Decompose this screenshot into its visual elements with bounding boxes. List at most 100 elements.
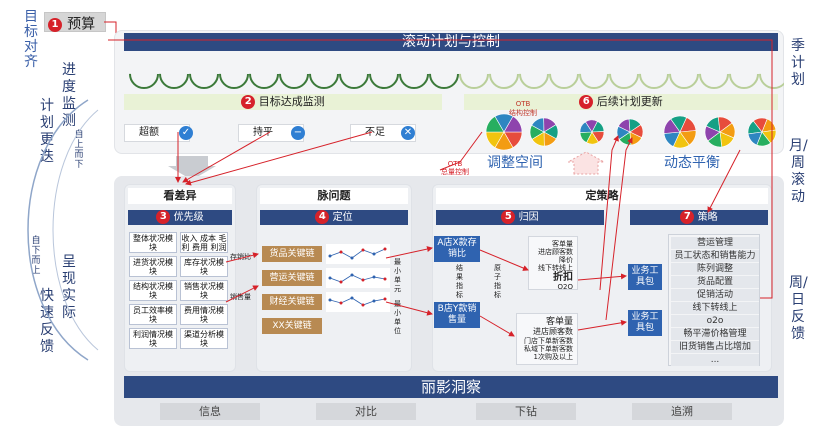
bottom-up-label: 自下而上	[31, 236, 41, 276]
coil-loop	[219, 59, 249, 89]
info1-last: O2O	[557, 283, 573, 291]
min-unit-1: 最小单元	[394, 258, 401, 293]
coil-loop	[249, 59, 279, 89]
diff-cell: 销售状况模块	[180, 280, 228, 301]
diff-sub-label: 优先级	[173, 212, 204, 223]
diff-cell: 整体状况模块	[129, 232, 177, 253]
diff-cell: 结构状况模块	[129, 280, 177, 301]
strategy-item: o2o	[671, 315, 759, 327]
chain-item: 营运关键链	[262, 270, 322, 286]
info-box-2: 客单量 进店顾客数 门店下单新客数 私域下单新客数 1次购及以上	[516, 313, 578, 365]
info2-item: 门店下单新客数	[524, 337, 573, 345]
coil-loop	[369, 59, 399, 89]
strategy-item: ...	[671, 354, 759, 366]
mini-chart	[326, 268, 390, 288]
diff-cell: 员工效率模块	[129, 304, 177, 325]
goal-monitor-section: 2 目标达成监测	[124, 94, 442, 110]
policy-sub-label: 策略	[697, 212, 718, 223]
sales-volume-label: 销售量	[230, 293, 251, 301]
problem-title: 脉问题	[260, 188, 408, 204]
dynamic-balance-label: 动态平衡	[664, 155, 720, 171]
pie-slice	[591, 131, 605, 143]
down-arrow	[168, 156, 216, 180]
policy-number: 7	[680, 210, 695, 224]
status-short-label: 不足	[365, 127, 385, 138]
diff-cell: 收入 成本 毛利 费用 利润	[180, 232, 228, 253]
tab-trace[interactable]: 追溯	[632, 403, 732, 420]
atomic-indicator: 原子指标	[494, 264, 501, 299]
cause-sub-label: 归因	[518, 212, 539, 223]
coil-loop	[699, 59, 729, 89]
store-a-box: A店X款存销比	[434, 236, 480, 262]
coil-loop	[129, 59, 159, 89]
strategy-item: 畅平滞价格管理	[671, 328, 759, 340]
top-down-label: 自上而下	[74, 130, 84, 170]
strategy-item: 员工状态和销售能力	[671, 250, 759, 262]
chain-item: 财经关键链	[262, 294, 322, 310]
tab-info[interactable]: 信息	[160, 403, 260, 420]
strategy-title: 定策略	[436, 188, 768, 204]
goal-align-label: 目标对齐	[24, 9, 38, 70]
pie-slice	[629, 131, 643, 146]
info1-item: 降价	[559, 256, 573, 264]
otb-structure-label: 结构控制	[509, 109, 537, 117]
info1-item: 进店顾客数	[538, 248, 573, 256]
tab-drill-down[interactable]: 下钻	[476, 403, 576, 420]
policy-sub: 7 策略	[630, 210, 768, 225]
chain-item: XX关键链	[262, 318, 322, 334]
week-day-label: 周/日反馈	[789, 275, 808, 342]
tab-compare[interactable]: 对比	[316, 403, 416, 420]
budget-label: 预算	[67, 16, 96, 33]
rolling-spiral	[129, 59, 784, 89]
status-exceed-label: 超额	[139, 127, 159, 138]
coil-loop	[309, 59, 339, 89]
goal-monitor-number: 2	[241, 95, 256, 109]
progress-monitor-label: 进度监测	[62, 62, 76, 129]
coil-loop	[159, 59, 189, 89]
chain-item: 货品关键链	[262, 246, 322, 262]
diff-cell: 费用情况模块	[180, 304, 228, 325]
toolkit-1: 业务工具包	[628, 264, 662, 290]
goal-monitor-label: 目标达成监测	[258, 95, 325, 108]
info1-item: 客单量	[552, 240, 573, 248]
feedback-arc	[27, 99, 99, 361]
coil-loop	[549, 59, 579, 89]
status-flat: 持平 −	[238, 124, 305, 142]
info-box-1: 客单量 进店顾客数 降价 线下转线上 折扣 O2O	[528, 236, 578, 291]
adjust-arrow	[566, 151, 606, 175]
diff-title: 看差异	[128, 188, 232, 204]
strategy-item: 货品配置	[671, 276, 759, 288]
pie-slice	[672, 131, 690, 149]
coil-loop	[489, 59, 519, 89]
info2-item: 私域下单新客数	[524, 345, 573, 353]
liying-insight-bar: 丽影洞察	[124, 376, 778, 398]
follow-update-label: 后续计划更新	[596, 95, 663, 108]
otb-total-label: 总量控制	[441, 168, 469, 176]
min-unit-2: 最小单位	[394, 300, 401, 335]
rolling-plan-title: 滚动计划与控制	[124, 33, 778, 51]
diff-cell: 利润情况模块	[129, 328, 177, 349]
coil-loop	[429, 59, 459, 89]
season-plan-label: 季计划	[791, 38, 805, 88]
follow-update-section: 6 后续计划更新	[464, 94, 778, 110]
cross-icon: ✕	[401, 126, 415, 140]
store-b-box: B店Y款销售量	[434, 302, 480, 328]
info2-item: 1次购及以上	[533, 353, 573, 361]
diff-cell: 库存状况模块	[180, 256, 228, 277]
pie-slice	[747, 131, 763, 146]
pie-slice	[543, 124, 559, 140]
diff-cell: 渠道分析模块	[180, 328, 228, 349]
coil-loop	[609, 59, 639, 89]
strategy-item: 营运管理	[671, 237, 759, 249]
cause-sub: 5 归因	[436, 210, 604, 225]
problem-number: 4	[315, 210, 330, 224]
status-flat-label: 持平	[253, 127, 273, 138]
adjust-space-label: 调整空间	[487, 155, 543, 171]
toolkit-2: 业务工具包	[628, 310, 662, 336]
present-real-label: 呈现实际	[62, 254, 76, 321]
minus-icon: −	[291, 126, 305, 140]
coil-loop	[639, 59, 669, 89]
coil-loop	[399, 59, 429, 89]
